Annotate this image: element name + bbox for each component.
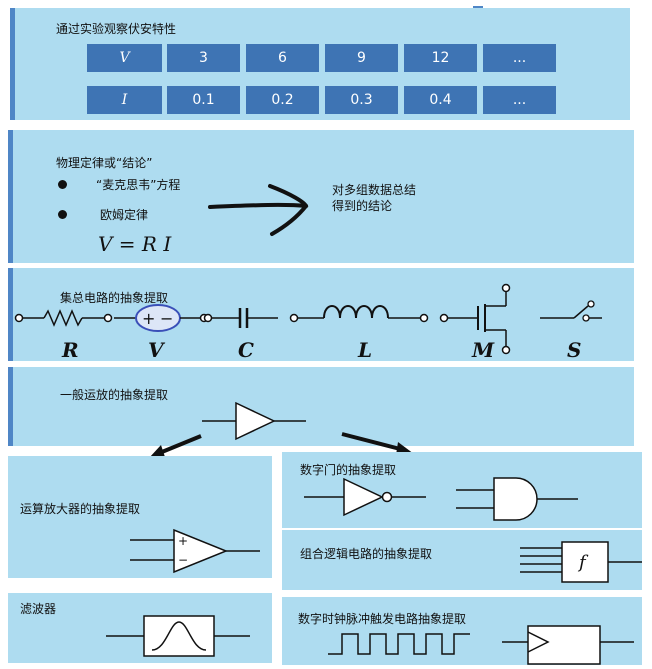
opamp-title: 运算放大器的抽象提取 [20,502,141,516]
opamp-general-panel [8,367,634,446]
switch-icon [540,300,602,322]
opamp-panel [8,456,272,578]
combinational-title: 组合逻辑电路的抽象提取 [300,547,433,561]
combinational-block-icon: f [520,541,642,583]
logic-gate-title: 数字门的抽象提取 [300,463,397,477]
mosfet-icon [439,283,511,355]
voltage-source-icon: + − [114,304,209,332]
not-gate-icon [304,477,426,517]
conclusion-line-2: 得到的结论 [332,199,393,213]
table-cell-i-header: I [87,86,162,114]
amplifier-triangle-icon [202,401,306,441]
inductor-icon [289,305,429,323]
table-cell-v-header: V [87,44,162,72]
source-minus-sign: − [160,309,173,328]
symbol-c: C [238,338,254,362]
symbol-v: V [148,338,164,362]
experiment-title: 通过实验观察伏安特性 [56,22,177,36]
table-cell-i: 0.3 [325,86,398,114]
symbol-m: M [472,338,495,362]
lumped-circuit-panel [8,268,634,361]
table-cell-v: 6 [246,44,319,72]
symbol-s: S [567,338,582,362]
filter-title: 滤波器 [20,602,57,616]
arrow-right-icon [208,184,309,236]
symbol-l: L [358,338,373,362]
table-cell-v: 9 [325,44,398,72]
ohm-formula: V = R I [98,232,172,256]
lumped-title: 集总电路的抽象提取 [60,291,169,305]
arrow-down-right-icon [341,432,414,455]
opamp-minus-sign: − [178,553,188,567]
physics-panel [8,130,634,263]
opamp-general-title: 一般运放的抽象提取 [60,388,169,402]
resistor-icon [14,309,113,327]
symbol-r: R [62,338,79,362]
table-cell-i: 0.2 [246,86,319,114]
filter-panel [8,593,272,663]
and-gate-icon [456,477,578,521]
clock-title: 数字时钟脉冲触发电路抽象提取 [298,612,467,626]
physics-item-ohm: 欧姆定律 [100,208,149,222]
table-cell-v: ... [483,44,556,72]
bullet-icon [58,180,67,189]
table-cell-v: 12 [404,44,477,72]
arrow-down-left-icon [149,434,202,458]
clock-pulse-icon [328,633,470,655]
opamp-icon: + − [130,528,260,574]
physics-item-maxwell: “麦克思韦”方程 [96,178,181,192]
source-plus-sign: + [142,309,155,328]
table-cell-i: ... [483,86,556,114]
table-cell-v: 3 [167,44,240,72]
opamp-plus-sign: + [178,534,188,548]
bullet-icon [58,210,67,219]
table-cell-i: 0.1 [167,86,240,114]
flip-flop-icon [502,625,634,665]
physics-title: 物理定律或“结论” [56,156,153,170]
conclusion-line-1: 对多组数据总结 [332,183,417,197]
bandpass-filter-icon [106,615,250,657]
capacitor-icon [203,308,278,328]
table-cell-i: 0.4 [404,86,477,114]
